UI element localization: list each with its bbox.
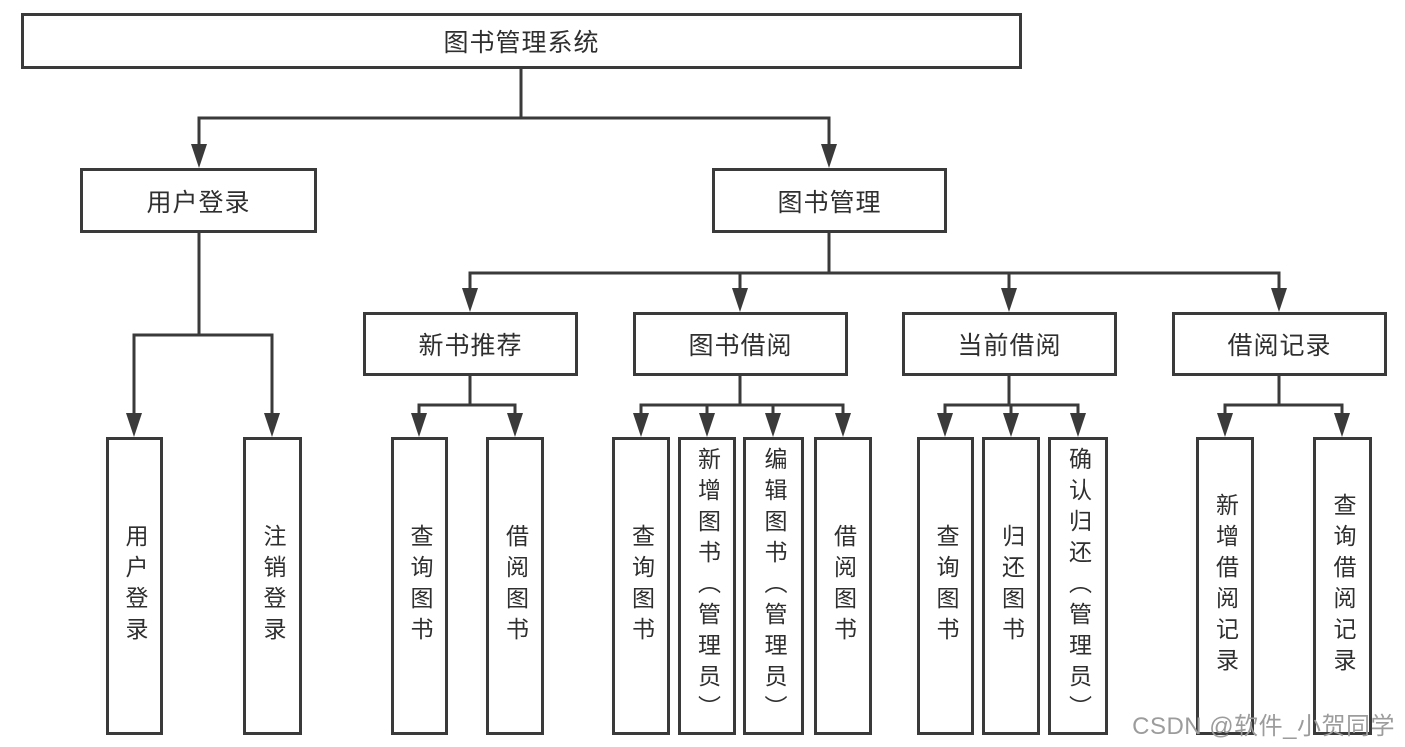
leaf-borrow-books-recommend: 借阅图书 xyxy=(486,437,544,735)
node-borrow-records: 借阅记录 xyxy=(1172,312,1387,376)
csdn-watermark: CSDN @软件_小贺同学 xyxy=(1132,713,1395,740)
leaf-user-login: 用户登录 xyxy=(106,437,163,735)
node-user-login: 用户登录 xyxy=(80,168,317,233)
node-new-book-recommend: 新书推荐 xyxy=(363,312,578,376)
leaf-return-books: 归还图书 xyxy=(982,437,1040,735)
leaf-query-books-current: 查询图书 xyxy=(917,437,974,735)
leaf-edit-books-admin: 编辑图书（管理员） xyxy=(743,437,804,735)
arrowheads xyxy=(126,144,1350,437)
node-current-borrow: 当前借阅 xyxy=(902,312,1117,376)
leaf-add-books-admin: 新增图书（管理员） xyxy=(678,437,736,735)
node-library-system: 图书管理系统 xyxy=(21,13,1022,69)
leaf-logout: 注销登录 xyxy=(243,437,302,735)
leaf-query-books-recommend: 查询图书 xyxy=(391,437,448,735)
leaf-add-borrow-record: 新增借阅记录 xyxy=(1196,437,1254,735)
leaf-confirm-return-admin: 确认归还（管理员） xyxy=(1048,437,1108,735)
node-book-management: 图书管理 xyxy=(712,168,947,233)
leaf-borrow-books: 借阅图书 xyxy=(814,437,872,735)
leaf-query-books-borrow: 查询图书 xyxy=(612,437,670,735)
leaf-query-borrow-record: 查询借阅记录 xyxy=(1313,437,1372,735)
node-book-borrow: 图书借阅 xyxy=(633,312,848,376)
